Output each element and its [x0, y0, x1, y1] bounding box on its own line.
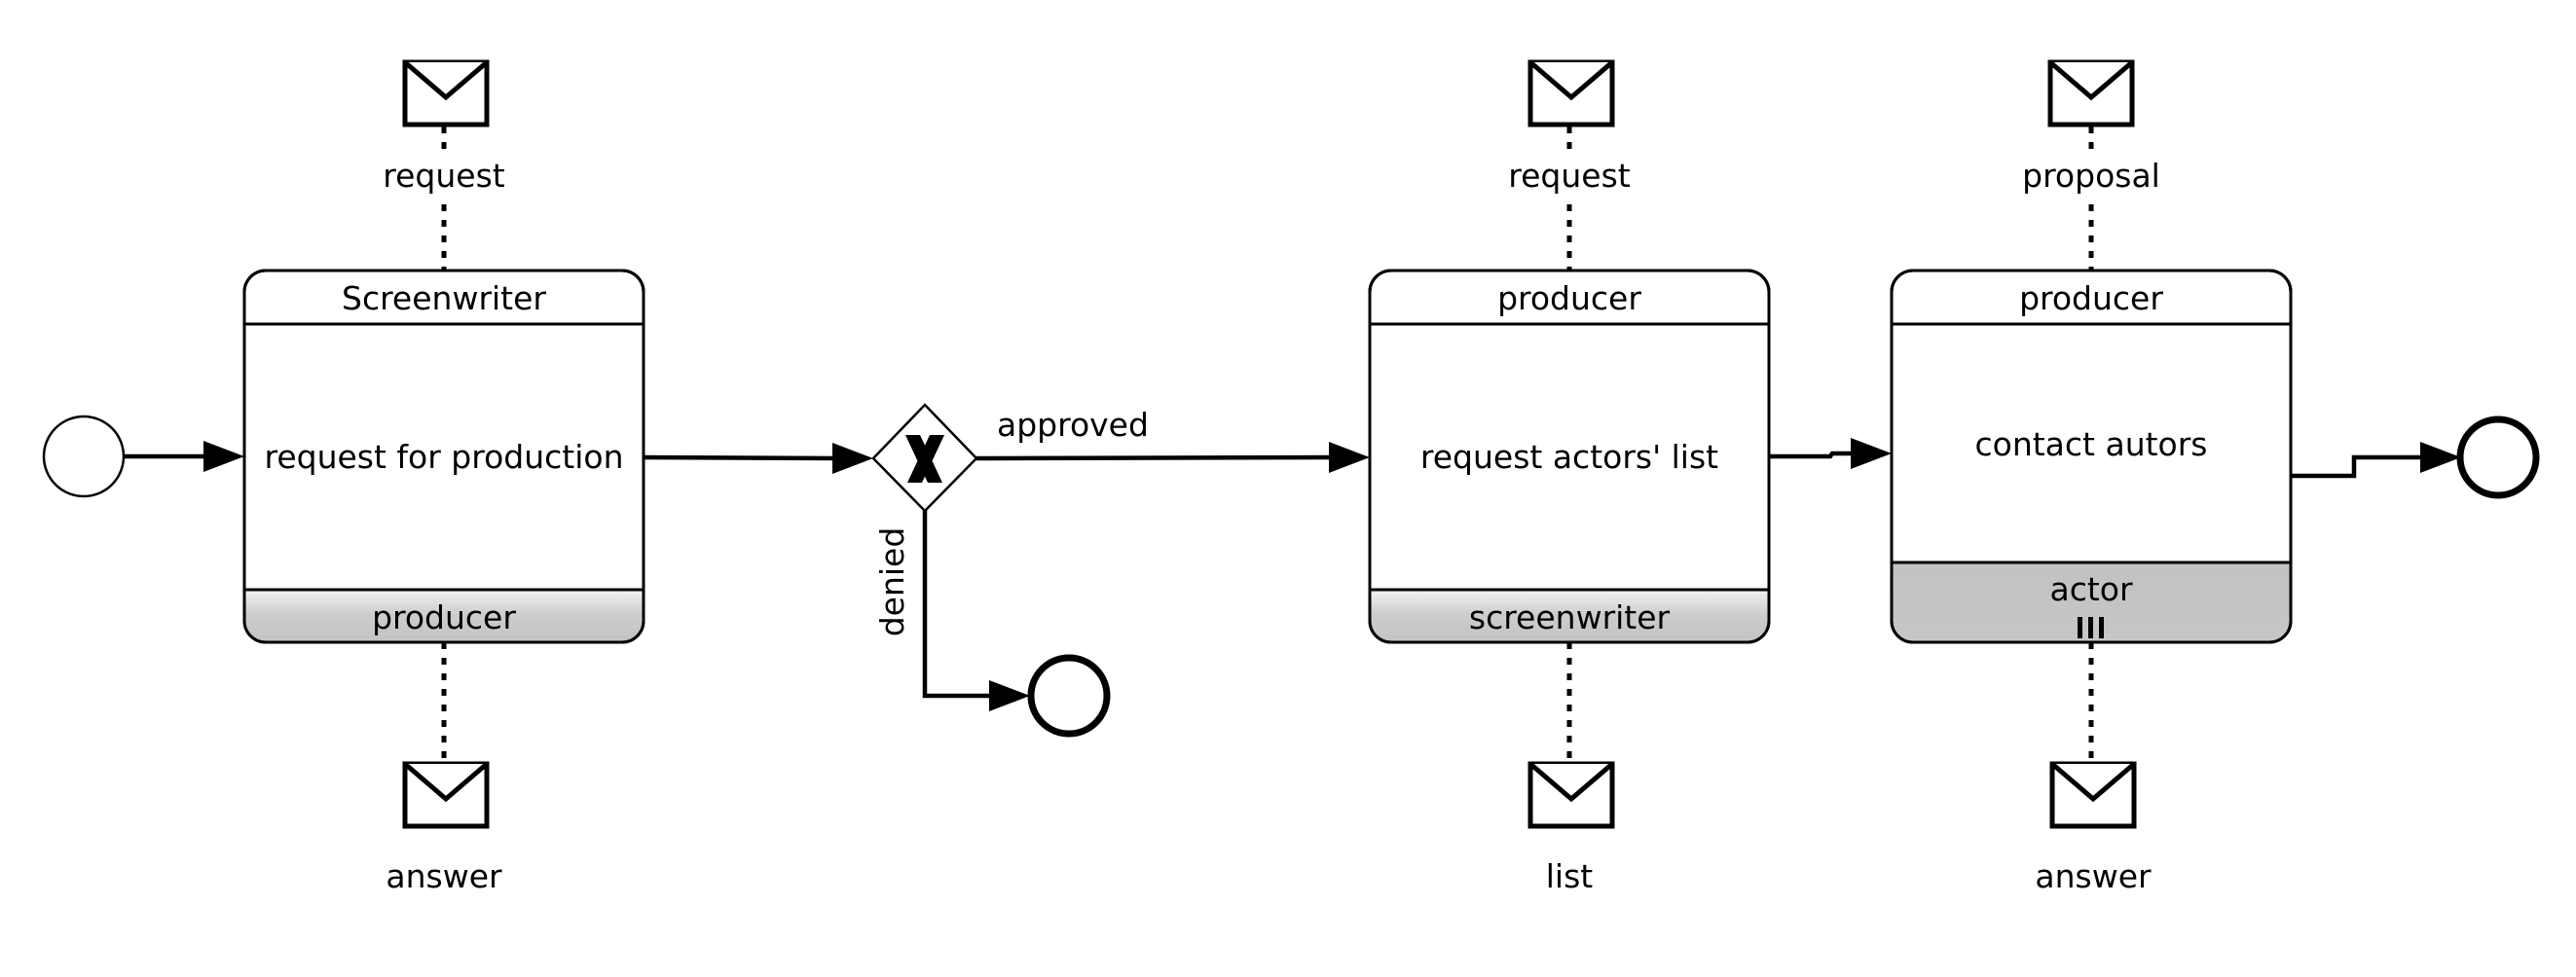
envelope-icon [1527, 59, 1615, 127]
end-event-icon [2456, 416, 2540, 499]
initiating-participant: producer [2019, 279, 2163, 317]
task-name: contact autors [1974, 425, 2207, 463]
denied-label: denied [873, 527, 911, 637]
x-marker-icon [905, 435, 944, 483]
multi-instance-icon [2078, 617, 2104, 638]
sequence-flow [125, 441, 244, 472]
initiating-participant: Screenwriter [342, 279, 546, 317]
start-event-icon [42, 415, 126, 498]
receiving-participant: producer [372, 598, 516, 636]
sequence-flow [2291, 442, 2461, 479]
choreography-task-request-actors-list: producer request actors' list screenwrit… [1368, 269, 1771, 644]
envelope-icon [1527, 761, 1615, 829]
message-label-request: request [1508, 157, 1631, 195]
sequence-flow-approved [975, 442, 1370, 473]
message-label-proposal: proposal [2022, 157, 2160, 195]
sequence-flow [1769, 438, 1892, 469]
choreography-task-request-for-production: Screenwriter request for production prod… [242, 269, 645, 644]
exclusive-gateway [871, 403, 978, 513]
message-label-list: list [1546, 857, 1594, 895]
receiving-participant: screenwriter [1469, 598, 1671, 636]
sequence-flow [643, 443, 873, 474]
envelope-icon [2047, 59, 2135, 127]
end-event-icon [1027, 654, 1111, 738]
message-label-answer: answer [2035, 857, 2152, 895]
task-name: request actors' list [1420, 438, 1718, 476]
choreography-task-contact-autors: producer contact autors actor [1890, 269, 2293, 644]
sequence-flow-denied [922, 509, 1030, 711]
task-name: request for production [265, 438, 624, 476]
message-label-request: request [383, 157, 505, 195]
receiving-participant: actor [2049, 570, 2132, 608]
envelope-icon [402, 59, 490, 127]
envelope-icon [402, 761, 490, 829]
initiating-participant: producer [1497, 279, 1641, 317]
approved-label: approved [997, 406, 1149, 444]
envelope-icon [2049, 761, 2137, 829]
message-label-answer: answer [386, 857, 502, 895]
